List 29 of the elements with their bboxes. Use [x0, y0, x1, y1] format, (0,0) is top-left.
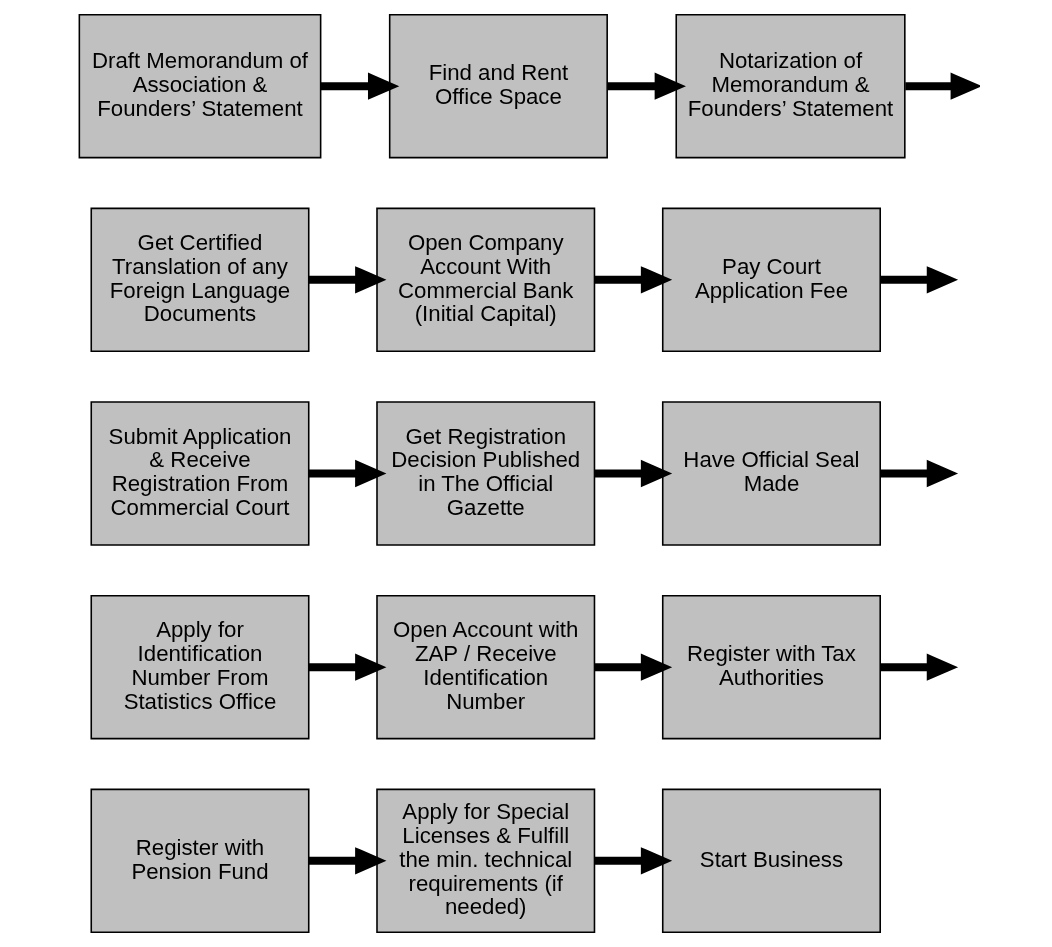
node-box: Submit Application & Receive Registration From Commercial Court [89, 401, 310, 546]
arrow [594, 459, 672, 488]
arrow [880, 653, 958, 681]
node-box: Start Business [661, 788, 881, 934]
node-box: Get Registration Decision Published in The Official Gazette [375, 401, 595, 546]
arrow [308, 266, 386, 294]
node-box: Apply for Special Licenses & Fulfill the min. technical requirements (if needed) [375, 788, 595, 934]
node-box: Register with Pension Fund [89, 788, 310, 934]
node-box: Open Company Account With Commercial Bank (Initial Capital) [375, 207, 595, 353]
arrow [904, 72, 980, 100]
node-box: Open Account with ZAP / Receive Identification Number [375, 594, 595, 740]
node-box: Register with Tax Authorities [661, 594, 881, 740]
node-box: Have Official Seal Made [661, 401, 881, 546]
arrow [308, 459, 386, 488]
arrow [308, 653, 386, 681]
node-box: Find and Rent Office Space [388, 13, 608, 159]
arrow [594, 266, 672, 294]
arrow [594, 847, 672, 875]
arrow [594, 653, 672, 681]
arrow [880, 459, 958, 488]
node-box: Pay Court Application Fee [661, 207, 881, 353]
node-box: Draft Memorandum of Association & Founders’ Statement [78, 13, 321, 159]
node-box: Get Certified Translation of any Foreign Language Documents [89, 207, 310, 353]
arrow [320, 72, 399, 100]
arrow [880, 266, 958, 294]
node-box: Apply for Identification Number From Statistics Office [89, 594, 310, 740]
node-box: Notarization of Memorandum & Founders’ Statement [674, 13, 906, 159]
arrow [606, 72, 686, 100]
arrow [308, 847, 386, 875]
